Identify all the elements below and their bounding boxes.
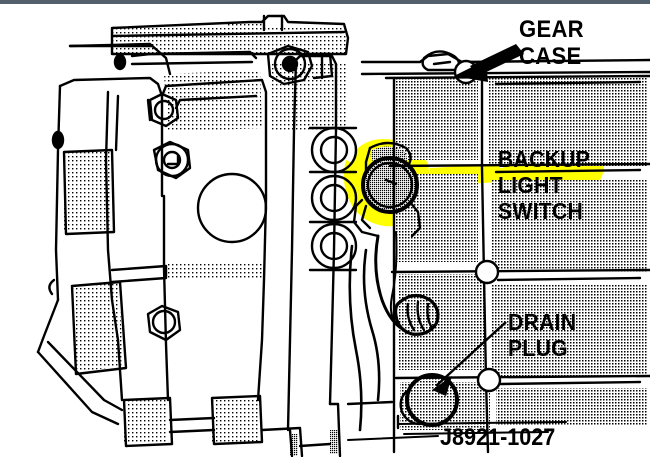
figure-number: J8921-1027 bbox=[440, 424, 556, 451]
case-rear-panels bbox=[394, 78, 648, 430]
callout-backup-line3: SWITCH bbox=[498, 198, 584, 224]
callout-gear-case-line1: GEAR bbox=[519, 16, 584, 43]
callout-gear-case-line2: CASE bbox=[519, 43, 582, 70]
callout-gear-case: GEAR CASE bbox=[519, 16, 584, 70]
callout-drain-line2: PLUG bbox=[508, 335, 568, 361]
callout-backup-line1: BACKUP bbox=[498, 146, 591, 172]
callout-drain-line1: DRAIN bbox=[508, 309, 577, 335]
window-top-strip bbox=[0, 0, 650, 4]
callout-leaders bbox=[432, 44, 524, 396]
callout-backup-line2: LIGHT bbox=[498, 172, 563, 198]
callout-drain-plug: DRAIN PLUG bbox=[508, 309, 576, 361]
callout-backup-light-switch: BACKUP LIGHT SWITCH bbox=[498, 146, 590, 224]
